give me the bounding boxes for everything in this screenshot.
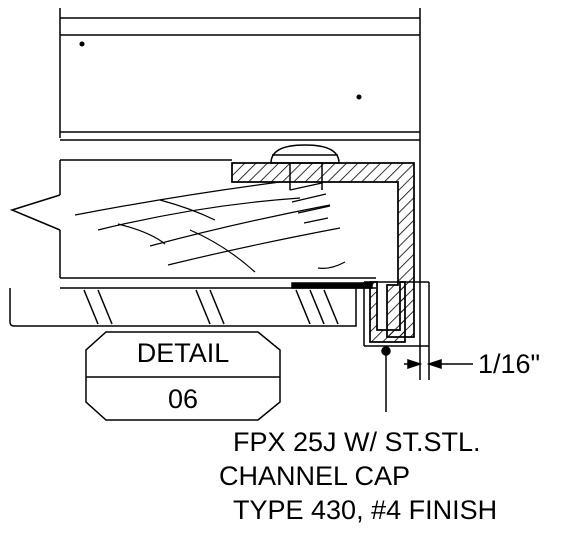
channel-cap — [231, 162, 430, 380]
dimension-arrows — [404, 358, 473, 370]
dot-marker — [356, 94, 362, 100]
gasket-strip — [291, 282, 373, 289]
glass-swirl-lines — [74, 181, 346, 273]
detail-tag-number: 06 — [167, 384, 199, 414]
upper-rail — [59, 8, 421, 380]
dot-marker — [79, 41, 85, 47]
callout-line-2: CHANNEL CAP — [219, 461, 411, 491]
lower-frame — [9, 288, 357, 327]
detail-tag — [85, 331, 281, 421]
callout-line-1: FPX 25J W/ ST.STL. — [233, 427, 481, 457]
callout-leader — [381, 346, 391, 412]
dimension-label: 1/16" — [478, 349, 541, 379]
detail-tag-title: DETAIL — [136, 338, 230, 368]
callout-line-3: TYPE 430, #4 FINISH — [233, 495, 498, 525]
